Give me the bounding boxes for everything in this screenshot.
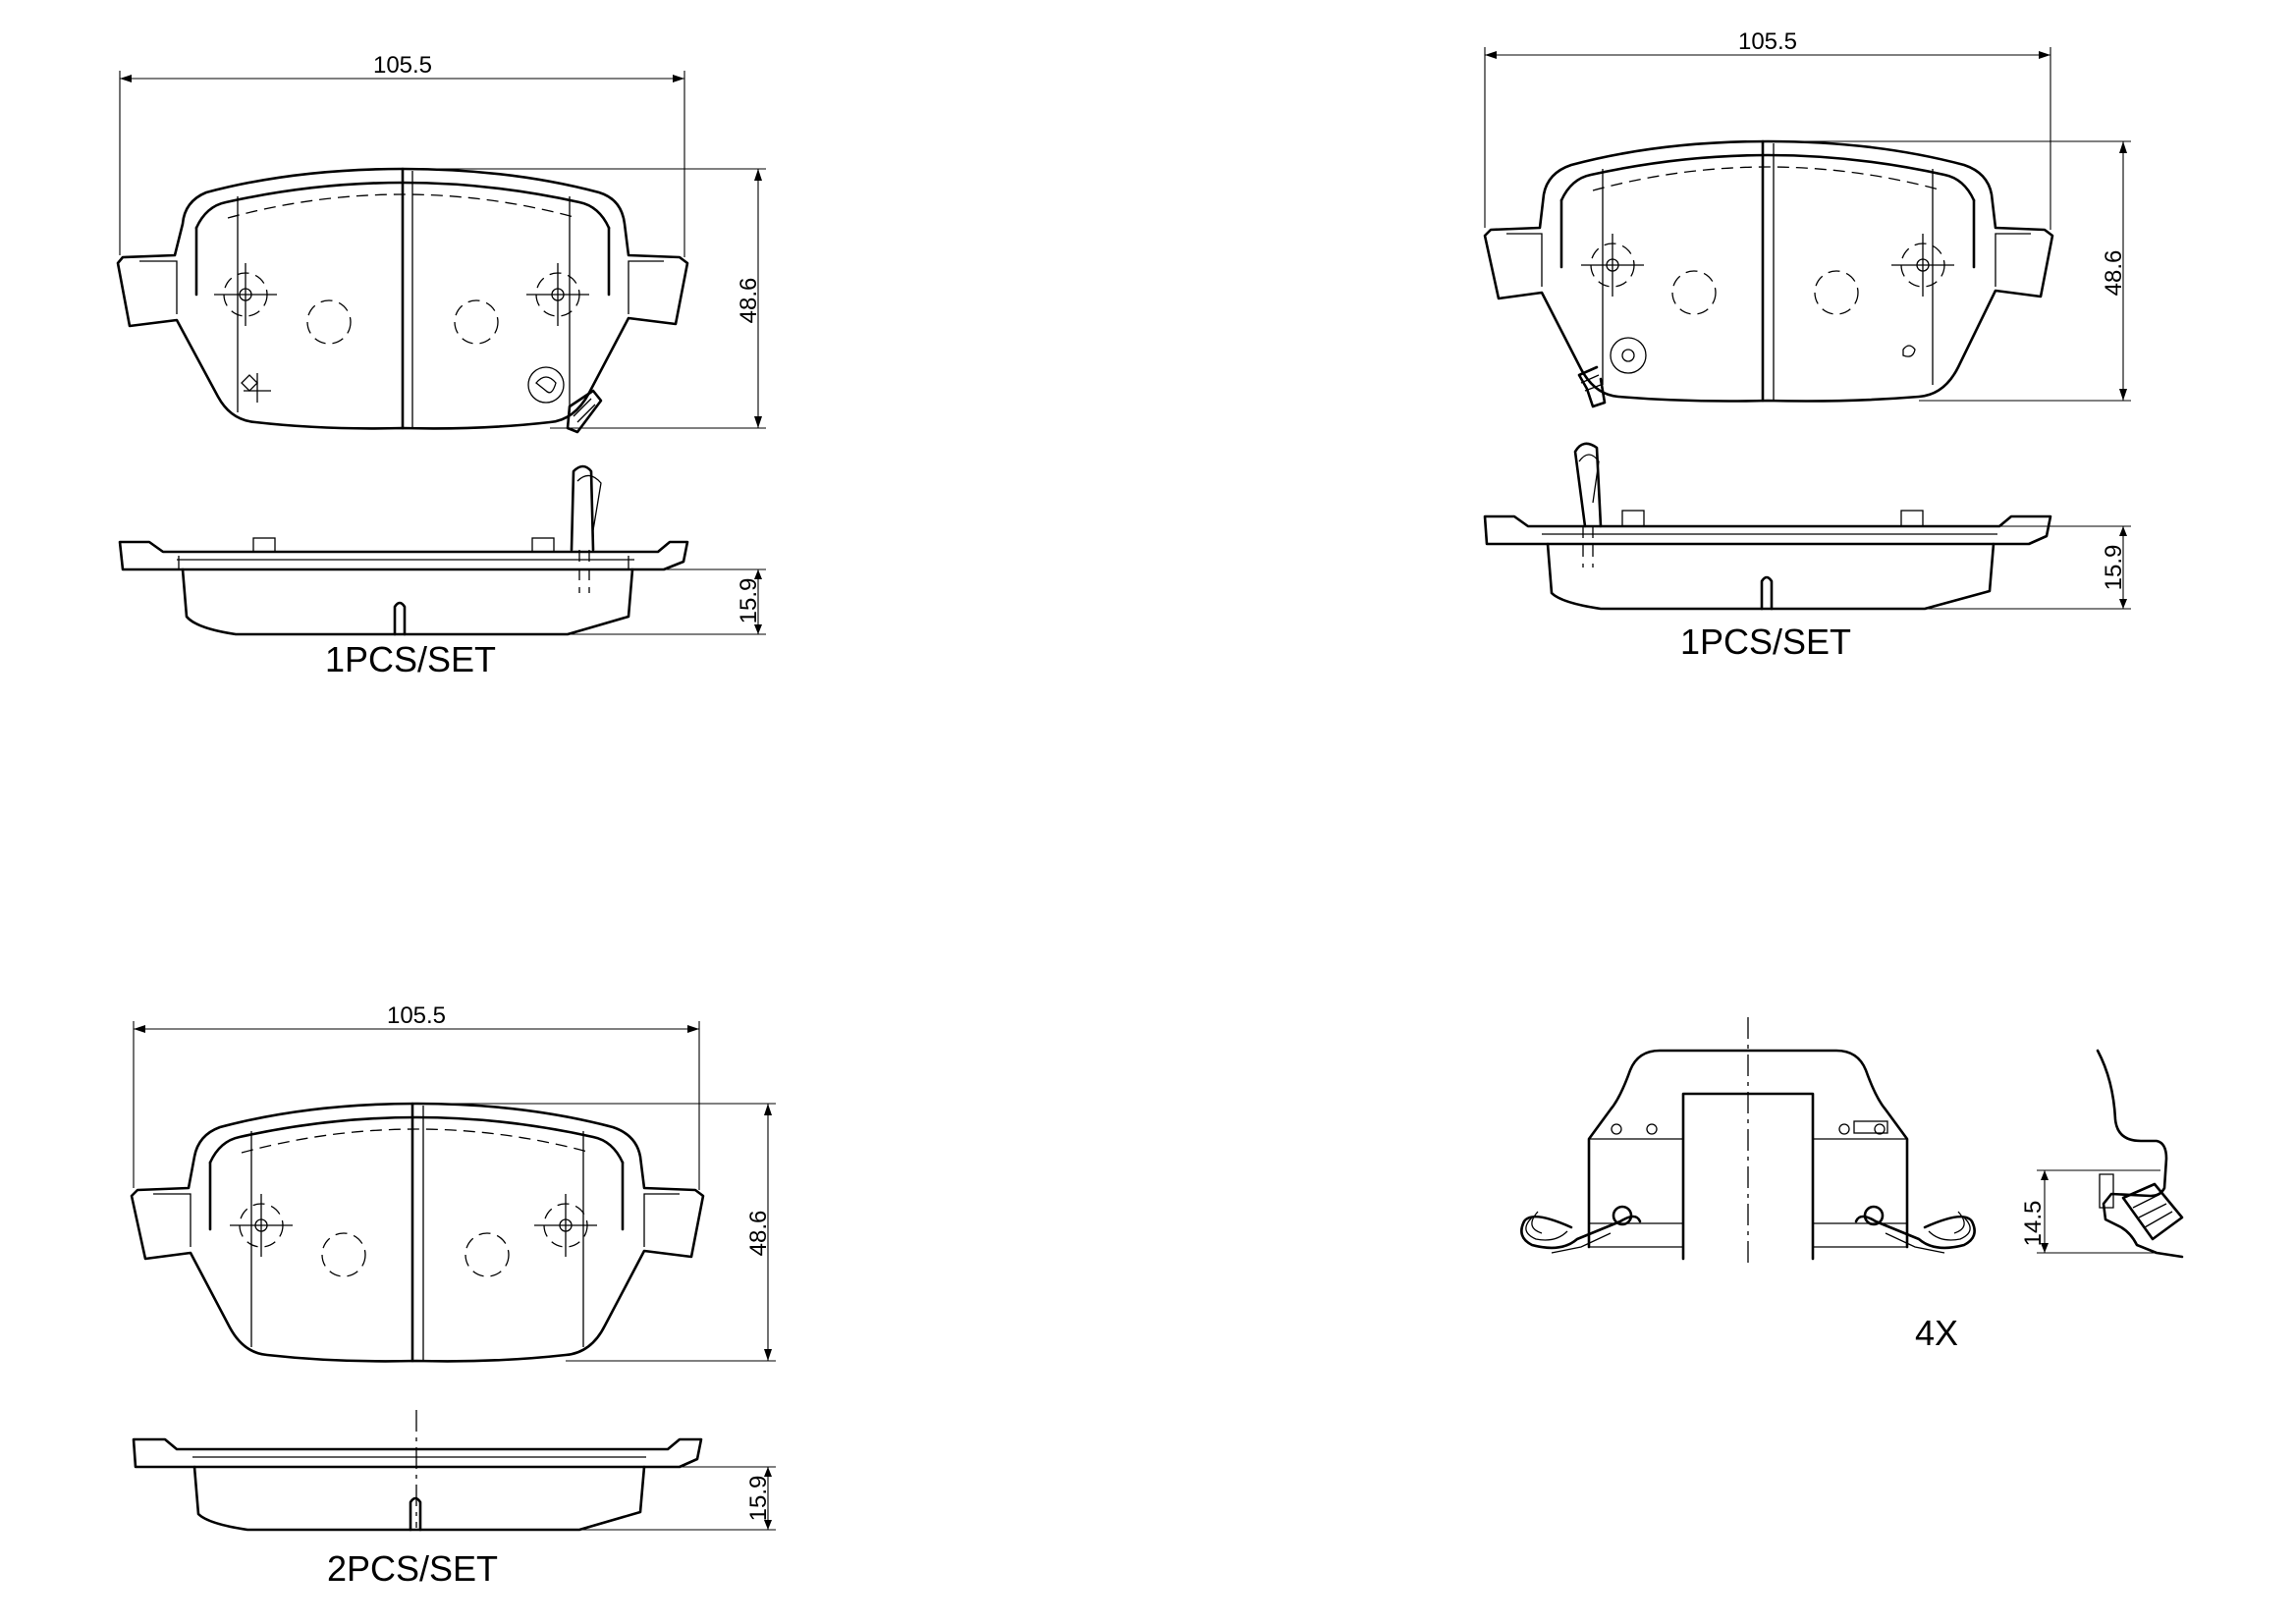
pad-1-width-value: 105.5 [373,52,432,79]
pad-2-width-value: 105.5 [1738,28,1797,55]
pad-3-height-value: 48.6 [745,1211,772,1257]
pad-3-thickness-value: 15.9 [745,1476,772,1522]
pad-2-height-dimension: 48.6 [1768,140,2131,402]
pad-3-front-view [130,1102,705,1363]
pad-2-thickness-value: 15.9 [2101,545,2127,591]
pad-1-quantity-label: 1PCS/SET [325,639,496,679]
pad-2-front-view [1483,139,2054,408]
pad-3-quantity-label: 2PCS/SET [327,1548,498,1589]
pad-3-width-value: 105.5 [387,1002,446,1029]
clip-front-view [1520,1017,1976,1263]
pad-3-width-dimension: 105.5 [133,1002,700,1190]
clip-height-value: 14.5 [2020,1201,2047,1247]
clip-quantity-label: 4X [1915,1313,1958,1353]
pad-3-height-dimension: 48.6 [416,1103,776,1362]
pad-3-side-view: 15.9 [132,1410,776,1532]
pad-set-1: 105.5 48.6 [116,52,766,679]
pad-1-height-dimension: 48.6 [403,168,766,429]
pad-2-quantity-label: 1PCS/SET [1680,622,1851,662]
pad-2-side-view: 15.9 [1483,442,2131,611]
clip-side-view [2096,1049,2184,1259]
pad-1-thickness-value: 15.9 [736,578,762,624]
clip-height-dimension: 14.5 [2020,1169,2160,1254]
clip-drawing: 14.5 4X [1520,1017,2184,1353]
pad-1-width-dimension: 105.5 [119,52,685,257]
pad-1-side-view: 15.9 [118,464,766,636]
pad-2-width-dimension: 105.5 [1484,28,2051,230]
pad-1-front-view [116,167,689,434]
pad-2-height-value: 48.6 [2101,250,2127,297]
pad-set-2: 105.5 48.6 15.9 1PC [1483,28,2131,662]
pad-set-3: 105.5 48.6 15.9 2PCS/SET [130,1002,776,1589]
pad-1-height-value: 48.6 [736,278,762,324]
